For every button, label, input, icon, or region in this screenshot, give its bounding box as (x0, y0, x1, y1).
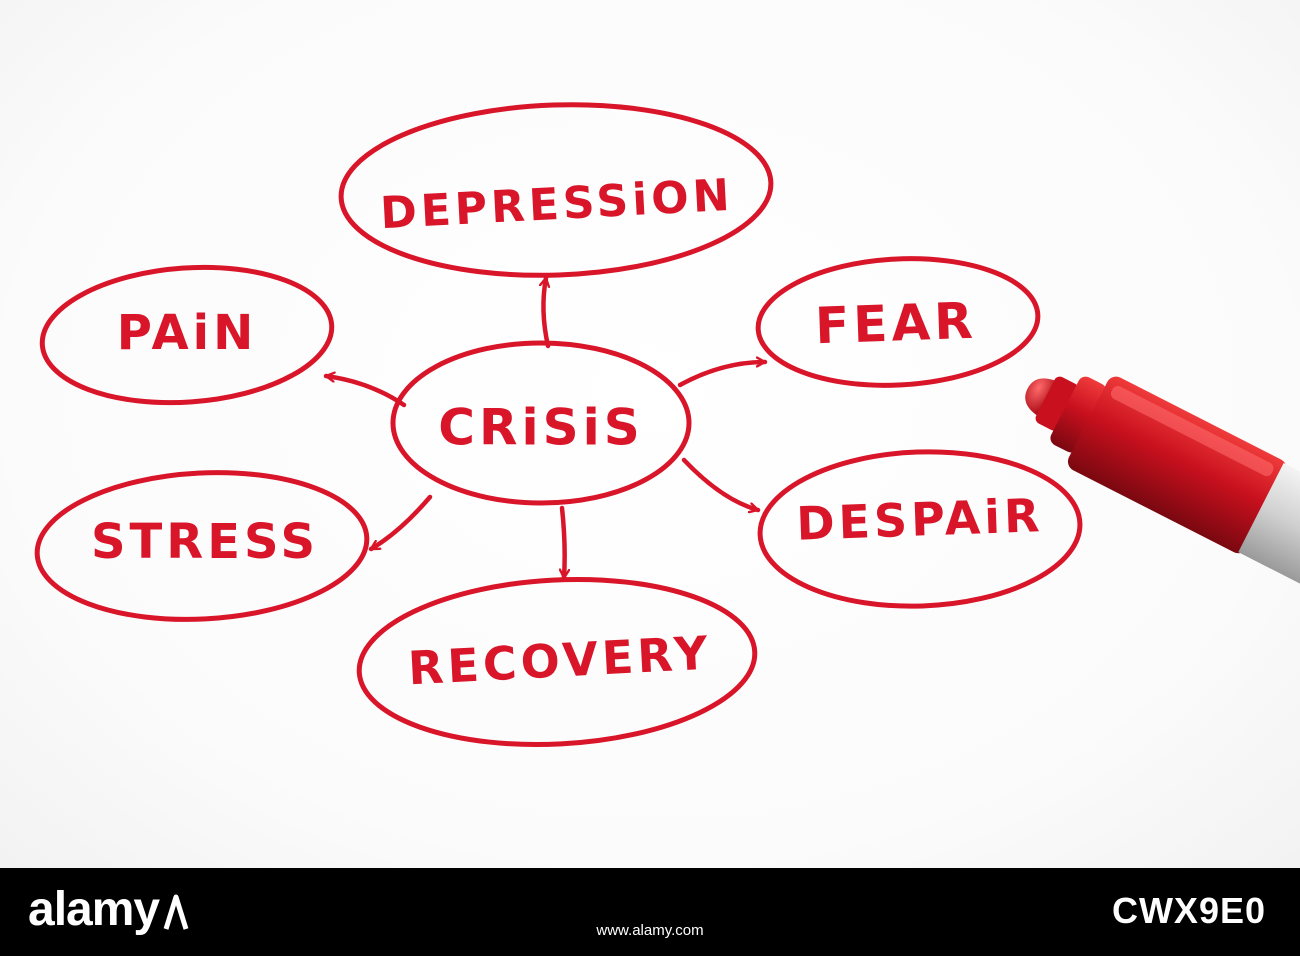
node-label-recovery: RECOVERY (407, 626, 713, 696)
label-group: DEPRESSiON PAiN FEAR CRiSiS STRESS DESPA… (91, 170, 1044, 696)
arrow-crisis-to-pain (323, 376, 407, 408)
node-pain (39, 264, 335, 406)
node-label-crisis: CRiSiS (438, 399, 644, 457)
node-label-depression: DEPRESSiON (379, 170, 735, 239)
node-group (34, 102, 1083, 748)
stock-logo: alamy (28, 882, 189, 937)
node-label-despair: DESPAiR (795, 488, 1044, 551)
node-depression (338, 102, 774, 278)
red-marker-illustration (1025, 376, 1300, 634)
node-label-fear: FEAR (814, 292, 977, 356)
logo-a-icon (163, 894, 189, 930)
node-crisis (390, 340, 692, 506)
arrow-crisis-to-despair (681, 457, 761, 510)
arrow-crisis-to-depression (543, 275, 551, 349)
node-recovery (356, 576, 758, 748)
node-fear (755, 256, 1041, 388)
arrow-crisis-to-stress (368, 494, 433, 552)
stock-watermark-bar: alamy CWX9E0 www.alamy.com (0, 868, 1300, 956)
node-label-pain: PAiN (117, 305, 258, 361)
node-label-stress: STRESS (91, 514, 319, 570)
node-despair (757, 449, 1083, 609)
stock-url: www.alamy.com (596, 922, 704, 939)
flowchart: DEPRESSiON PAiN FEAR CRiSiS STRESS DESPA… (34, 102, 1300, 748)
arrow-crisis-to-recovery (562, 505, 565, 581)
node-stress (34, 470, 370, 622)
arrow-crisis-to-fear (677, 362, 768, 388)
stock-image-id: CWX9E0 (1111, 890, 1266, 931)
stock-logo-text: alamy (28, 883, 160, 936)
